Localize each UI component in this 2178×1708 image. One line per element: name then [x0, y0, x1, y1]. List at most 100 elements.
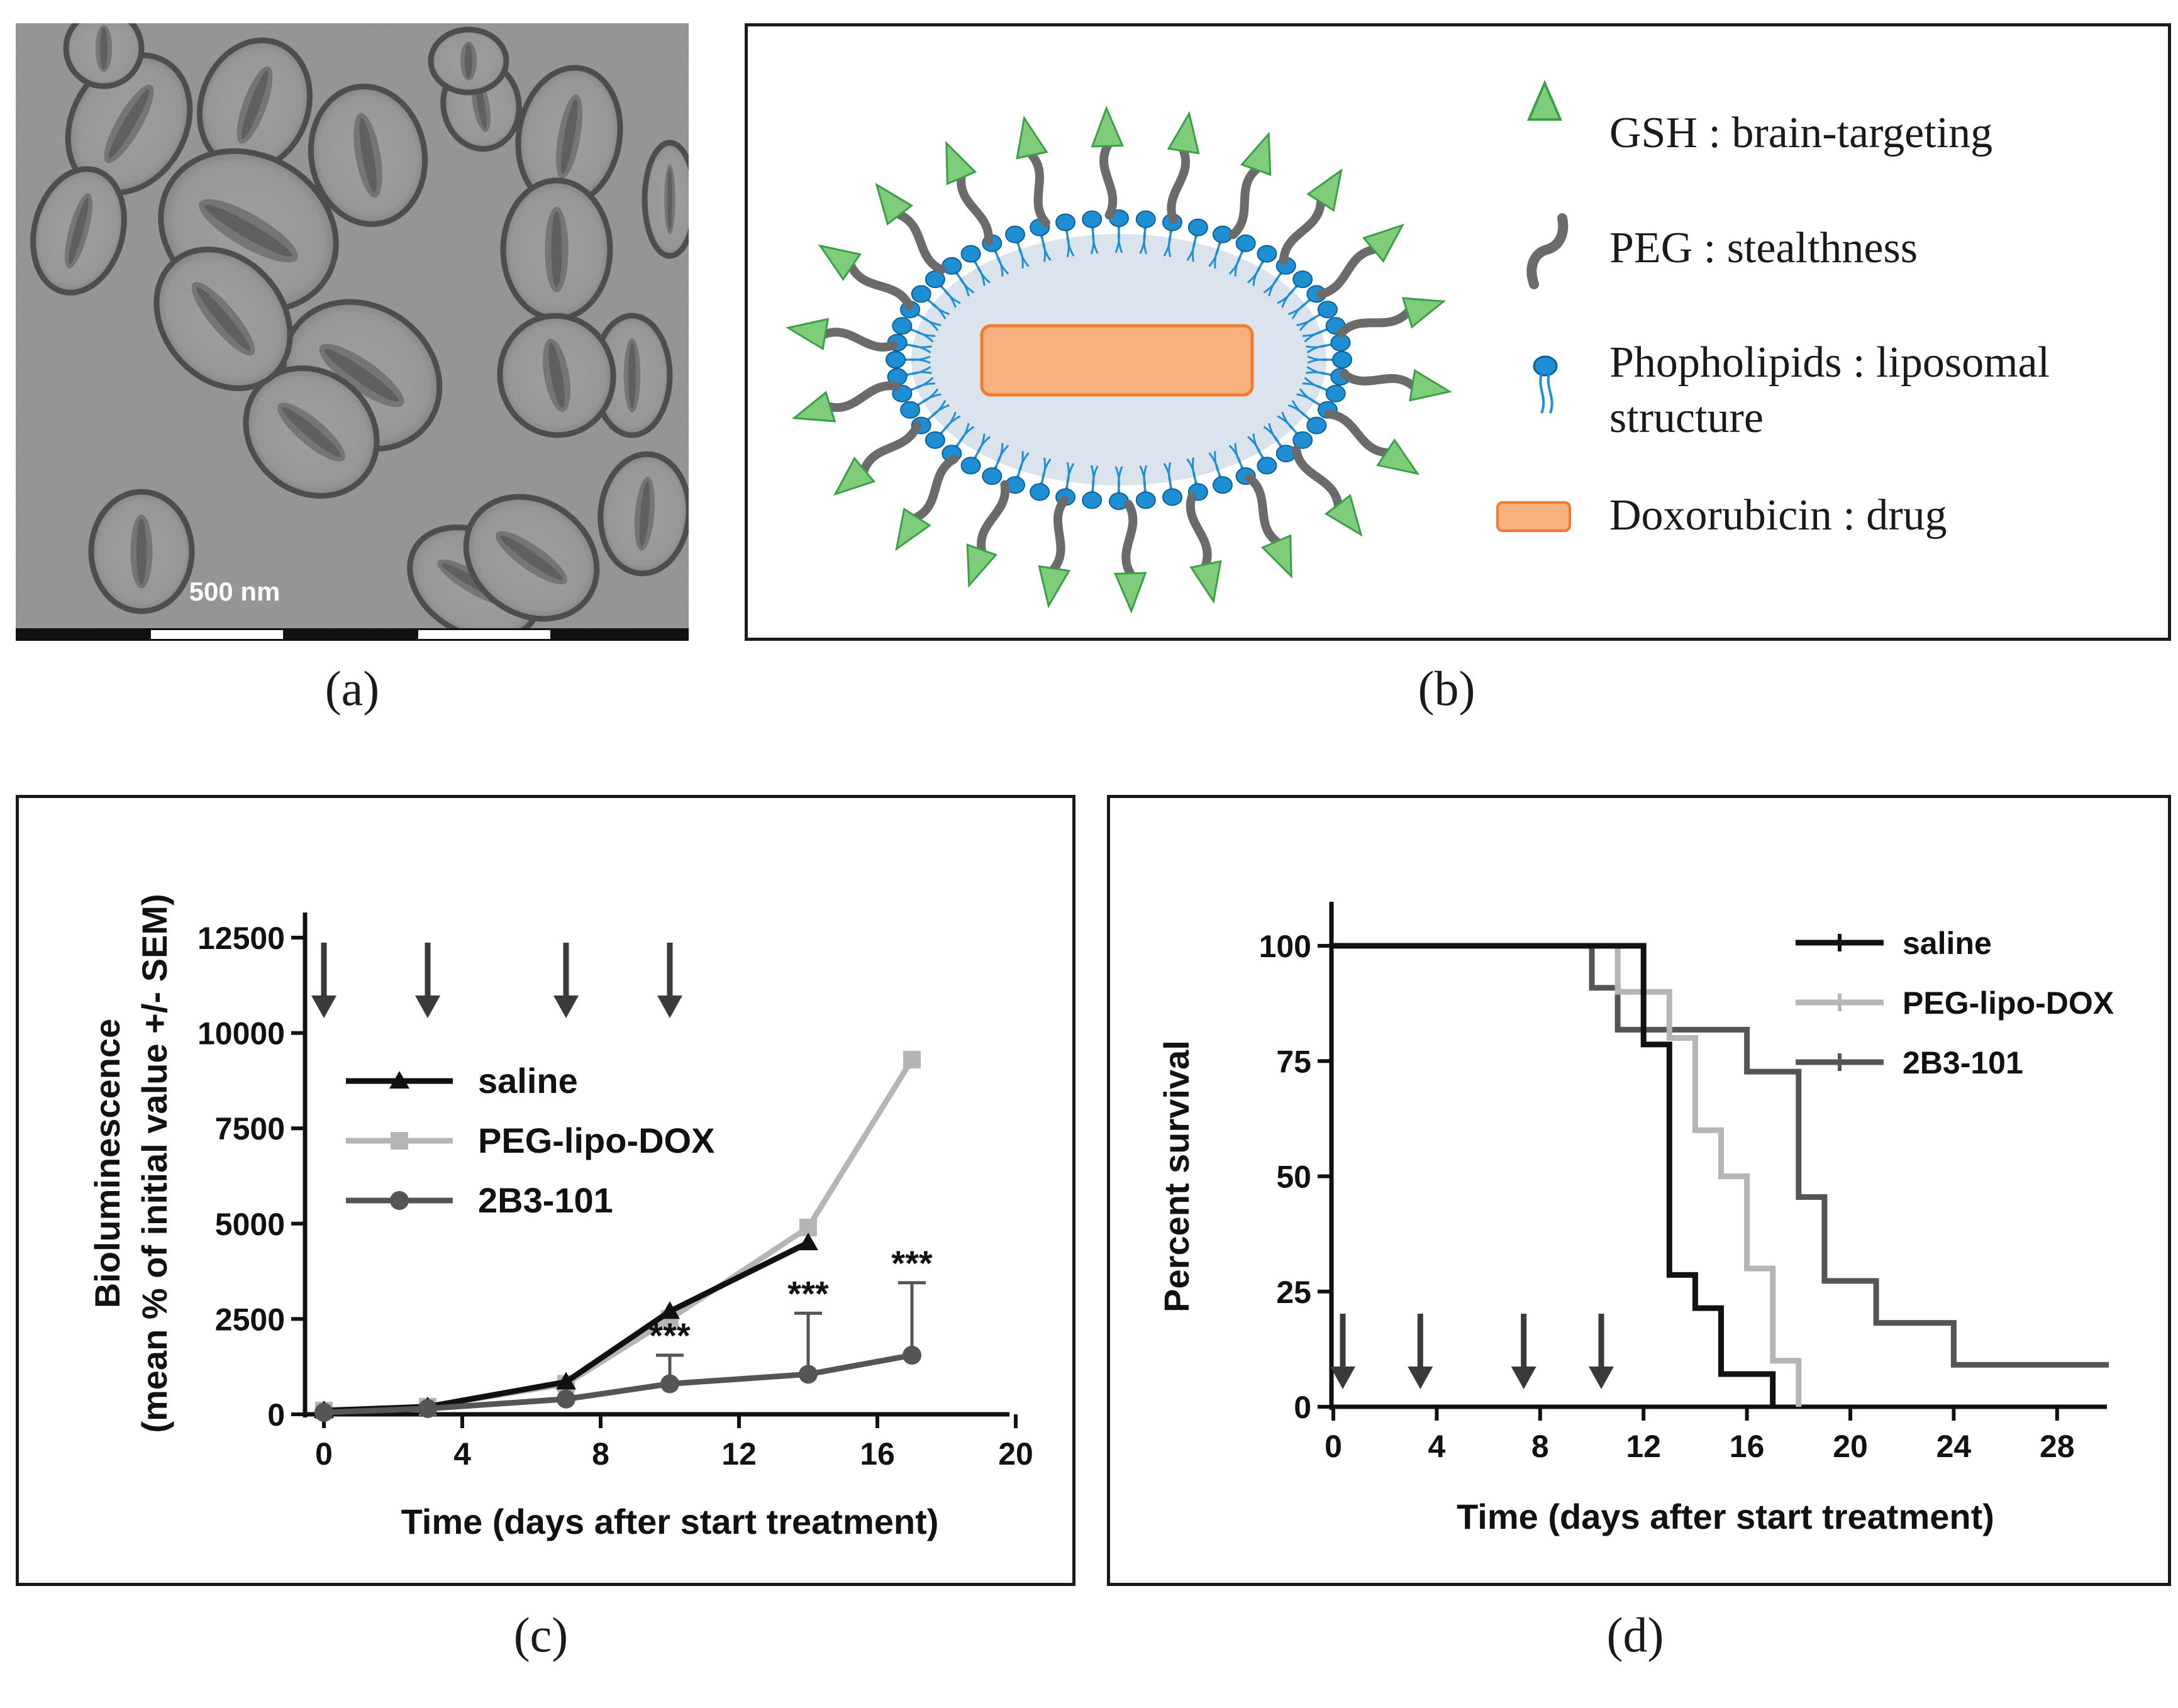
arrow-head: [1511, 1367, 1536, 1389]
phospholipid: [1296, 301, 1338, 331]
treatment-arrow: [1408, 1314, 1433, 1389]
lipid-head: [1082, 210, 1103, 228]
x-tick-label: 12: [721, 1436, 757, 1472]
lipid-head: [1317, 301, 1338, 319]
x-tick-label: 0: [315, 1436, 333, 1472]
y-tick-label: 50: [1276, 1160, 1311, 1195]
y-axis-label: Percent survival: [1157, 1040, 1196, 1312]
gsh-triangle: [786, 318, 830, 351]
gsh-triangle: [1376, 438, 1420, 475]
caption-c: (c): [513, 1607, 569, 1662]
phospholipid: [892, 317, 936, 343]
phospholipid: [960, 245, 991, 286]
phospholipid: [911, 285, 950, 319]
peg-chain: [1228, 165, 1261, 240]
x-tick-label: 20: [1833, 1429, 1868, 1464]
lipid-head: [1135, 210, 1156, 228]
peg-chain: [1027, 150, 1050, 228]
significance-marker: ***: [787, 1273, 829, 1313]
legend-label: saline: [1903, 926, 1992, 961]
peg-chain: [957, 173, 993, 247]
data-point-2B3-101: [418, 1399, 437, 1418]
gsh-triangle: [818, 244, 862, 281]
y-tick-label: 25: [1276, 1275, 1311, 1310]
phospholipid: [960, 433, 991, 475]
legend-label: saline: [478, 1061, 578, 1101]
lipid-head: [1212, 476, 1233, 494]
legend-phospholipids-line2: structure: [1609, 394, 1764, 442]
data-point-2B3-101: [557, 1389, 575, 1409]
gsh-triangle: [833, 457, 876, 496]
gsh-triangle: [1038, 565, 1071, 609]
peg-chain: [1121, 499, 1138, 578]
gsh-triangle: [1362, 223, 1404, 263]
liposome: [786, 106, 1452, 614]
lipid-head: [960, 245, 981, 263]
peg-chain: [1336, 308, 1412, 338]
y-tick-label: 75: [1276, 1044, 1311, 1079]
arrow-head: [415, 995, 440, 1018]
x-tick-label: 16: [1730, 1429, 1765, 1464]
treatment-arrow: [657, 943, 682, 1018]
gsh-triangle: [1401, 297, 1447, 329]
phospholipid: [1082, 465, 1103, 509]
legend-label: 2B3-101: [478, 1180, 613, 1220]
x-tick-label: 20: [998, 1436, 1033, 1472]
y-tick-label: 0: [267, 1397, 285, 1433]
gsh-triangle: [945, 140, 977, 186]
lipid-head: [911, 285, 931, 303]
phospholipid: [1135, 210, 1156, 255]
arrow-head: [1330, 1367, 1355, 1389]
peg-chain: [1050, 496, 1069, 574]
phospholipid: [1277, 270, 1313, 308]
x-tick-label: 12: [1626, 1429, 1661, 1464]
data-point-2B3-101: [660, 1374, 679, 1394]
gsh-triangle: [1260, 534, 1292, 579]
data-point-PEG-lipo-DOX: [903, 1051, 921, 1069]
peg-chain: [860, 421, 922, 475]
x-tick-label: 16: [860, 1436, 895, 1472]
legend-marker: [391, 1132, 408, 1150]
phospholipid: [1082, 210, 1103, 255]
peg-chain: [1316, 245, 1378, 299]
lipid-head: [1306, 416, 1327, 435]
gsh-triangle: [1167, 111, 1200, 155]
x-tick-label: 0: [1325, 1429, 1342, 1464]
lipid-head: [1135, 491, 1156, 509]
phospholipid-icon: [1533, 355, 1558, 414]
data-point-2B3-101: [314, 1402, 333, 1422]
y-tick-label: 10000: [197, 1016, 285, 1051]
peg-chain: [895, 210, 947, 274]
phospholipid: [1208, 225, 1233, 269]
legend-gsh: GSH : brain-targeting: [1609, 109, 1993, 157]
panel-a-micrograph: 500 nm: [16, 8, 698, 641]
data-point-saline: [660, 1301, 680, 1319]
micrograph-image: 500 nm: [16, 8, 698, 641]
phospholipid: [1005, 225, 1030, 269]
data-point-2B3-101: [799, 1365, 818, 1384]
lipid-head: [1257, 245, 1277, 263]
phospholipid: [1186, 218, 1208, 262]
treatment-arrow: [1330, 1314, 1355, 1389]
lipid-head: [1005, 225, 1026, 243]
peg-chain: [1186, 492, 1212, 569]
gsh-triangle: [1306, 168, 1343, 212]
gsh-triangle: [1324, 494, 1363, 537]
phospholipid: [1030, 457, 1052, 501]
phospholipid: [1208, 451, 1233, 494]
legend-peg: PEG : stealthness: [1609, 224, 1918, 272]
phospholipid: [886, 351, 931, 369]
panel-b-schematic: GSH : brain-targeting PEG : stealthness …: [745, 23, 2171, 641]
triangle-icon: [1526, 79, 1563, 121]
data-point-saline: [798, 1233, 818, 1251]
lipid-head: [1082, 491, 1103, 509]
liposome-diagram: [786, 79, 1571, 614]
y-tick-label: 12500: [197, 921, 285, 956]
peg-chain: [977, 480, 1010, 555]
x-tick-label: 8: [1531, 1429, 1549, 1464]
x-tick-label: 4: [1428, 1429, 1445, 1464]
lipid-head: [1162, 488, 1182, 506]
y-tick-label: 100: [1259, 929, 1311, 964]
